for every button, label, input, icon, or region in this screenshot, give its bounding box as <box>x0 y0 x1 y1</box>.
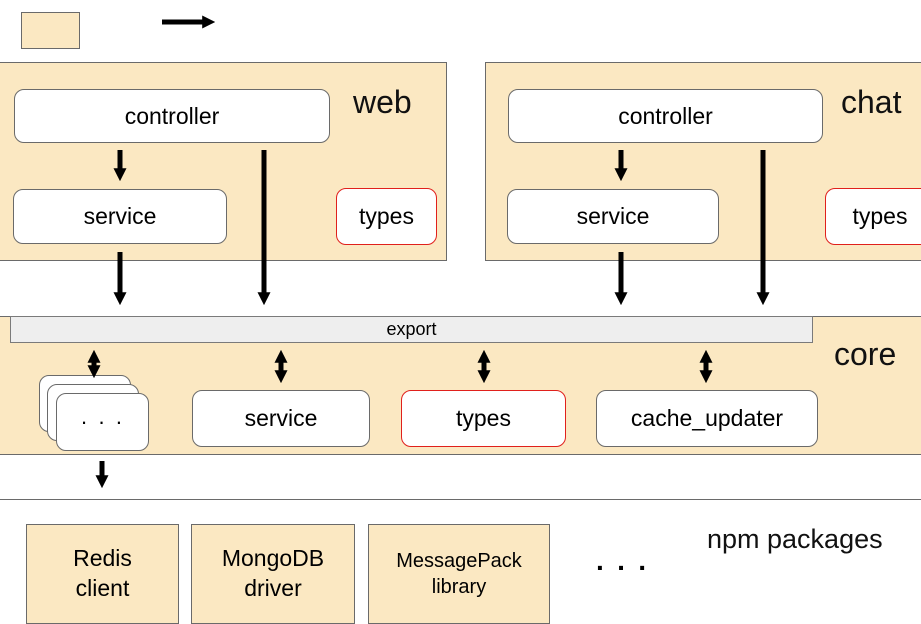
chat-title: chat <box>841 84 902 120</box>
chat-types-box: types <box>825 188 921 245</box>
legend-module-swatch <box>21 12 80 49</box>
npm-package-mongodb-line1: MongoDB <box>221 545 325 572</box>
web-title: web <box>353 84 412 120</box>
core-title: core <box>834 336 897 372</box>
web-service-box: service <box>13 189 227 244</box>
core-stack-box-front: · · · <box>56 393 149 451</box>
npm-package-mongodb-line2: driver <box>244 575 302 601</box>
npm-package-messagepack-line2: library <box>431 576 487 598</box>
core-cache-updater-box: cache_updater <box>596 390 818 447</box>
core-service-box: service <box>192 390 370 447</box>
chat-controller-box: controller <box>508 89 823 143</box>
npm-package-redis: Redis client <box>26 524 179 624</box>
npm-package-messagepack: MessagePack library <box>368 524 550 624</box>
npm-package-messagepack-line1: MessagePack <box>396 550 522 572</box>
npm-package-redis-line2: client <box>75 575 130 601</box>
npm-package-redis-line1: Redis <box>73 545 132 572</box>
npm-package-mongodb: MongoDB driver <box>191 524 355 624</box>
chat-service-box: service <box>507 189 719 244</box>
npm-more-ellipsis: · · · <box>596 552 650 583</box>
core-types-box: types <box>401 390 566 447</box>
export-bar: export <box>10 316 813 343</box>
web-types-box: types <box>336 188 437 245</box>
npm-title: npm packages <box>707 524 883 554</box>
web-controller-box: controller <box>14 89 330 143</box>
npm-section-divider <box>0 499 921 500</box>
